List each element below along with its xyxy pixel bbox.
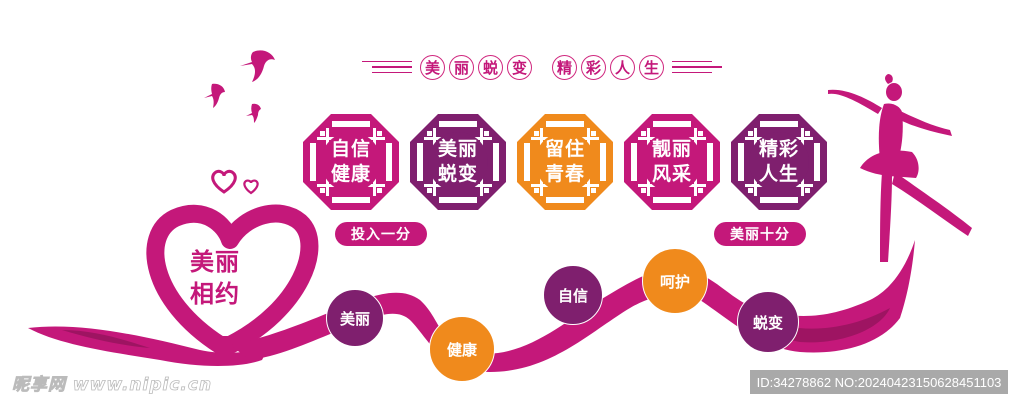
small-hearts-icon <box>211 169 259 195</box>
title-char: 变 <box>507 54 532 80</box>
octagon-line1: 精彩 <box>758 138 799 160</box>
pill-label-left: 投入一分 <box>335 222 427 246</box>
title-left-lines <box>362 60 412 74</box>
title-char: 彩 <box>581 54 606 80</box>
octagon-line1: 靓丽 <box>651 138 692 160</box>
birds-icon <box>204 50 275 123</box>
heart-caption: 美丽 相约 <box>190 246 240 310</box>
lattice-frame-icon <box>410 114 506 210</box>
lattice-frame-icon <box>731 114 827 210</box>
title-char: 生 <box>639 54 664 80</box>
octagon-badge-5: 精彩人生 <box>730 113 828 211</box>
wave-circle-1: 美丽 <box>326 289 384 347</box>
lattice-frame-icon <box>517 114 613 210</box>
title-right-lines <box>672 60 722 74</box>
octagon-line2: 蜕变 <box>437 163 478 185</box>
lattice-frame-icon <box>624 114 720 210</box>
title-char: 蜕 <box>478 54 503 80</box>
wave-circle-2: 健康 <box>429 316 495 382</box>
octagon-line2: 风采 <box>651 163 692 185</box>
pill-label-right: 美丽十分 <box>714 222 806 246</box>
title-char: 美 <box>420 54 445 80</box>
title-char: 丽 <box>449 54 474 80</box>
octagon-line1: 美丽 <box>437 138 478 160</box>
watermark-site: 昵享网 www.nipic.cn <box>12 375 213 396</box>
title-banner: 美 丽 蜕 变 精 彩 人 生 <box>356 52 728 82</box>
heart-line2: 相约 <box>190 280 240 308</box>
octagon-badge-2: 美丽蜕变 <box>409 113 507 211</box>
octagon-badge-1: 自信健康 <box>302 113 400 211</box>
octagon-line2: 青春 <box>544 163 585 185</box>
watermark-id-badge: ID:34278862 NO:20240423150628451103 <box>750 370 1008 394</box>
wave-circle-3: 自信 <box>543 265 603 325</box>
octagon-line1: 自信 <box>330 138 371 160</box>
octagon-line1: 留住 <box>544 138 585 160</box>
ballerina-icon <box>828 74 972 262</box>
title-char: 人 <box>610 54 635 80</box>
octagon-line2: 人生 <box>758 163 799 185</box>
heart-line1: 美丽 <box>190 248 240 276</box>
octagon-badge-3: 留住青春 <box>516 113 614 211</box>
lattice-frame-icon <box>303 114 399 210</box>
wave-circle-5: 蜕变 <box>737 291 799 353</box>
wave-circle-4: 呵护 <box>642 248 708 314</box>
octagon-line2: 健康 <box>330 163 371 185</box>
octagon-badge-4: 靓丽风采 <box>623 113 721 211</box>
title-char: 精 <box>552 54 577 80</box>
